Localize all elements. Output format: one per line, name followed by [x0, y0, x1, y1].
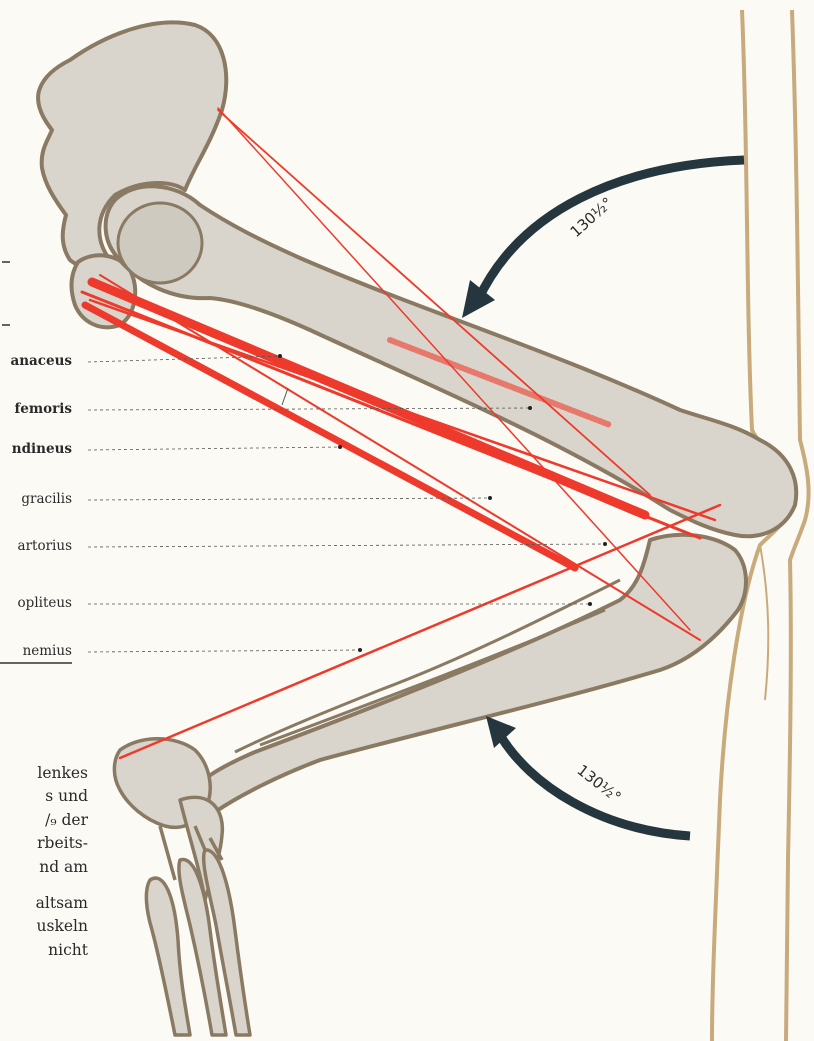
paragraph-line	[0, 879, 88, 892]
muscle-label: opliteus	[0, 595, 72, 611]
muscle-label: anaceus	[0, 353, 72, 369]
paragraph-line: lenkes	[0, 762, 88, 785]
knee-angle-label: 130½°	[574, 761, 625, 806]
paragraph-line: altsam	[0, 892, 88, 915]
muscle-label: femoris	[0, 401, 72, 417]
paragraph-line: nicht	[0, 939, 88, 962]
paragraph-line: uskeln	[0, 915, 88, 938]
curved-arrow-icon	[462, 160, 744, 318]
paragraph-line: s und	[0, 785, 88, 808]
muscle-label: nemius	[0, 643, 72, 659]
paragraph-line: /₉ der	[0, 809, 88, 832]
body-paragraph: lenkes s und /₉ der rbeits- nd am altsam…	[0, 762, 88, 962]
muscle-label: gracilis	[0, 491, 72, 507]
paragraph-line: rbeits-	[0, 832, 88, 855]
paragraph-line: nd am	[0, 856, 88, 879]
muscle-label: ndineus	[0, 441, 72, 457]
muscle-label: artorius	[0, 538, 72, 554]
tibia-bone	[188, 535, 746, 817]
